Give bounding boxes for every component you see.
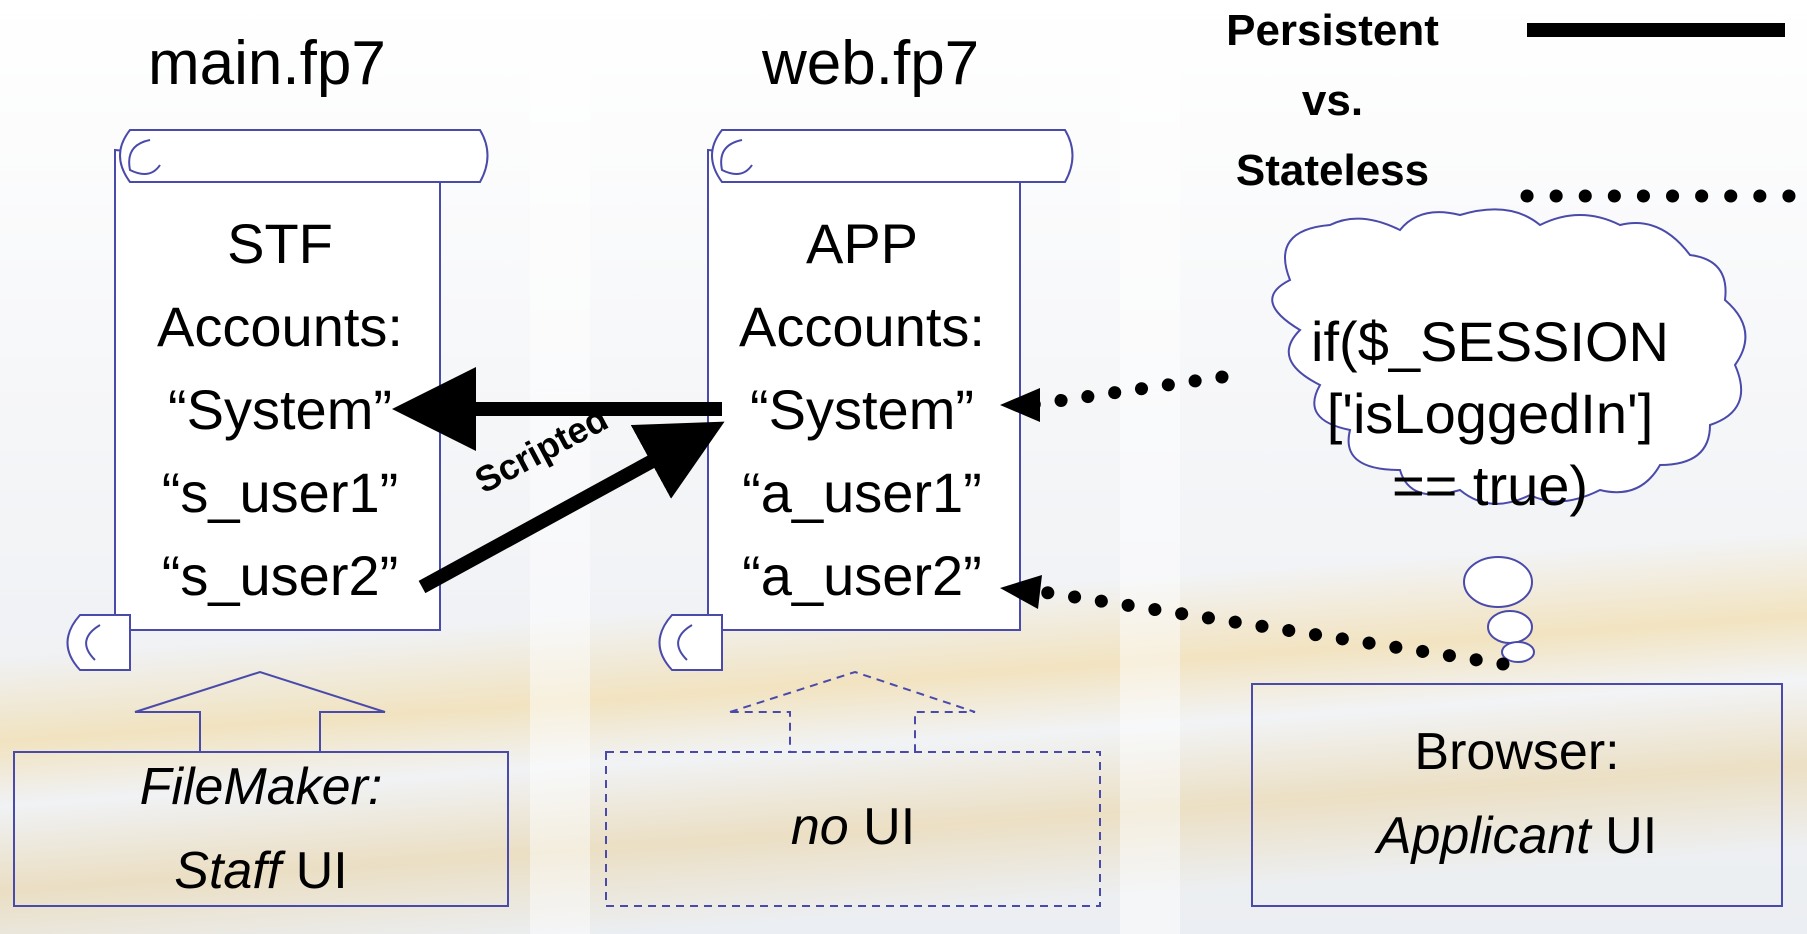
main-scroll-text: STF Accounts: “System” “s_user1” “s_user… [130, 202, 430, 617]
session-check-text: if($_SESSION ['isLoggedIn'] == true) [1270, 306, 1710, 522]
web-scroll-text: APP Accounts: “System” “a_user1” “a_user… [712, 202, 1012, 617]
web-account-user2: “a_user2” [742, 544, 982, 607]
main-header: STF [227, 212, 333, 275]
thought-bubble [1463, 556, 1533, 608]
applicant-label: Applicant [1376, 807, 1591, 865]
session-line1: if($_SESSION [1311, 310, 1669, 373]
web-accounts-label: Accounts: [739, 295, 985, 358]
web-file-title: web.fp7 [762, 29, 980, 98]
scroll-main [66, 129, 489, 671]
web-account-user1: “a_user1” [742, 461, 982, 524]
browser-arrow [1023, 583, 1510, 671]
ui-arrow-main [134, 670, 386, 753]
scroll-web [658, 129, 1074, 671]
staff-label: Staff [174, 842, 282, 900]
no-ui-suffix: UI [848, 798, 916, 856]
main-account-system: “System” [168, 378, 392, 441]
ui-arrow-web [729, 670, 976, 753]
applicant-ui-suffix: UI [1590, 807, 1658, 865]
thought-bubble [1501, 641, 1535, 663]
legend-vs: vs. [1301, 76, 1364, 125]
bg-stripe [1120, 0, 1180, 934]
session-arrowhead [1000, 388, 1040, 422]
main-file-title: main.fp7 [148, 29, 386, 98]
staff-ui-suffix: UI [281, 842, 348, 900]
session-line3: == true) [1391, 454, 1589, 517]
bg-stripe [530, 0, 590, 934]
web-account-system: “System” [750, 378, 974, 441]
browser-ui-text: Browser: Applicant UI [1252, 710, 1782, 878]
no-ui-text: no UI [606, 785, 1100, 869]
scripted-arrow [418, 421, 725, 594]
legend-stateless: Stateless [1235, 146, 1430, 195]
session-arrow [1023, 370, 1229, 412]
legend-persistent: Persistent [1226, 6, 1439, 55]
no-label: no [790, 798, 849, 856]
no-ui-box [605, 751, 1101, 907]
session-line2: ['isLoggedIn'] [1326, 382, 1654, 445]
thought-bubble [1487, 610, 1533, 644]
filemaker-box [13, 751, 509, 907]
thought-cloud [1271, 208, 1747, 505]
browser-arrowhead [1000, 575, 1042, 609]
browser-label: Browser: [1414, 723, 1620, 781]
filemaker-label: FileMaker: [139, 758, 383, 816]
legend-text: Persistent vs. Stateless [1200, 0, 1465, 206]
main-accounts-label: Accounts: [157, 295, 403, 358]
main-account-user1: “s_user1” [161, 461, 399, 524]
filemaker-ui-text: FileMaker: Staff UI [14, 745, 508, 913]
web-header: APP [805, 212, 919, 275]
main-account-user2: “s_user2” [161, 544, 399, 607]
browser-box [1251, 683, 1783, 907]
